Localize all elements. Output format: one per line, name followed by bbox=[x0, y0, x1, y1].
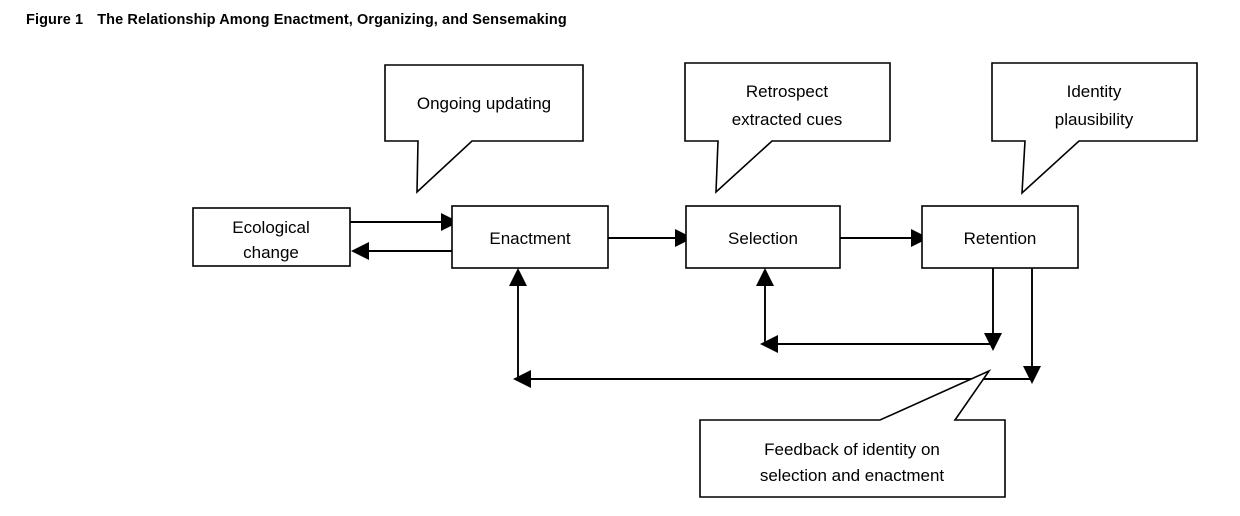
connector-selection-to-retention bbox=[840, 229, 929, 247]
connector-retention-to-selection-feedback bbox=[756, 268, 1002, 353]
callout-retrospect-line1: Retrospect bbox=[746, 82, 828, 101]
process-box-ecological-change-line2: change bbox=[243, 243, 299, 262]
callout-feedback-note-bubble bbox=[699, 369, 1006, 498]
process-box-retention: Retention bbox=[921, 205, 1079, 269]
callout-feedback-note-line2: selection and enactment bbox=[760, 466, 945, 485]
callout-identity-bubble bbox=[991, 62, 1198, 195]
arrowhead-right bbox=[675, 229, 693, 247]
callout-ongoing-updating: Ongoing updating bbox=[384, 64, 584, 194]
connector-ecological-to-enactment bbox=[350, 213, 459, 231]
callout-ongoing-updating-line1: Ongoing updating bbox=[417, 94, 551, 113]
arrowhead-down bbox=[1023, 366, 1041, 384]
callout-identity-line2: plausibility bbox=[1055, 110, 1134, 129]
process-box-selection: Selection bbox=[685, 205, 841, 269]
process-box-selection-rect bbox=[685, 205, 841, 269]
callout-retrospect-bubble bbox=[684, 62, 891, 194]
process-box-enactment: Enactment bbox=[451, 205, 609, 269]
figure-label: Figure 1 bbox=[26, 12, 84, 28]
callout-retrospect-line2: extracted cues bbox=[732, 110, 843, 129]
process-box-enactment-rect bbox=[451, 205, 609, 269]
process-box-ecological-change: Ecological change bbox=[192, 207, 351, 267]
arrowhead-left bbox=[760, 335, 778, 353]
connector-enactment-to-ecological bbox=[351, 242, 452, 260]
process-box-enactment-label: Enactment bbox=[489, 229, 571, 248]
callout-identity-plausibility: Identity plausibility bbox=[991, 62, 1198, 195]
callout-ongoing-updating-bubble bbox=[384, 64, 584, 194]
arrowhead-left bbox=[513, 370, 531, 388]
arrowhead-right bbox=[441, 213, 459, 231]
process-box-selection-label: Selection bbox=[728, 229, 798, 248]
arrowhead-right bbox=[911, 229, 929, 247]
connector-retention-to-enactment-feedback bbox=[509, 268, 1041, 388]
process-box-ecological-change-line1: Ecological bbox=[232, 218, 310, 237]
arrowhead-up bbox=[509, 268, 527, 286]
callout-feedback-note-line1: Feedback of identity on bbox=[764, 440, 940, 459]
arrowhead-down bbox=[984, 333, 1002, 351]
callout-retrospect-extracted-cues: Retrospect extracted cues bbox=[684, 62, 891, 194]
process-box-retention-label: Retention bbox=[964, 229, 1037, 248]
figure-caption: Figure 1 The Relationship Among Enactment… bbox=[26, 12, 567, 28]
arrowhead-left bbox=[351, 242, 369, 260]
callout-identity-line1: Identity bbox=[1067, 82, 1122, 101]
process-box-retention-rect bbox=[921, 205, 1079, 269]
connector-enactment-to-selection bbox=[608, 229, 693, 247]
figure-title: The Relationship Among Enactment, Organi… bbox=[97, 12, 567, 28]
callout-feedback-note: Feedback of identity on selection and en… bbox=[699, 369, 1006, 498]
arrowhead-up bbox=[756, 268, 774, 286]
process-box-ecological-change-rect bbox=[192, 207, 351, 267]
